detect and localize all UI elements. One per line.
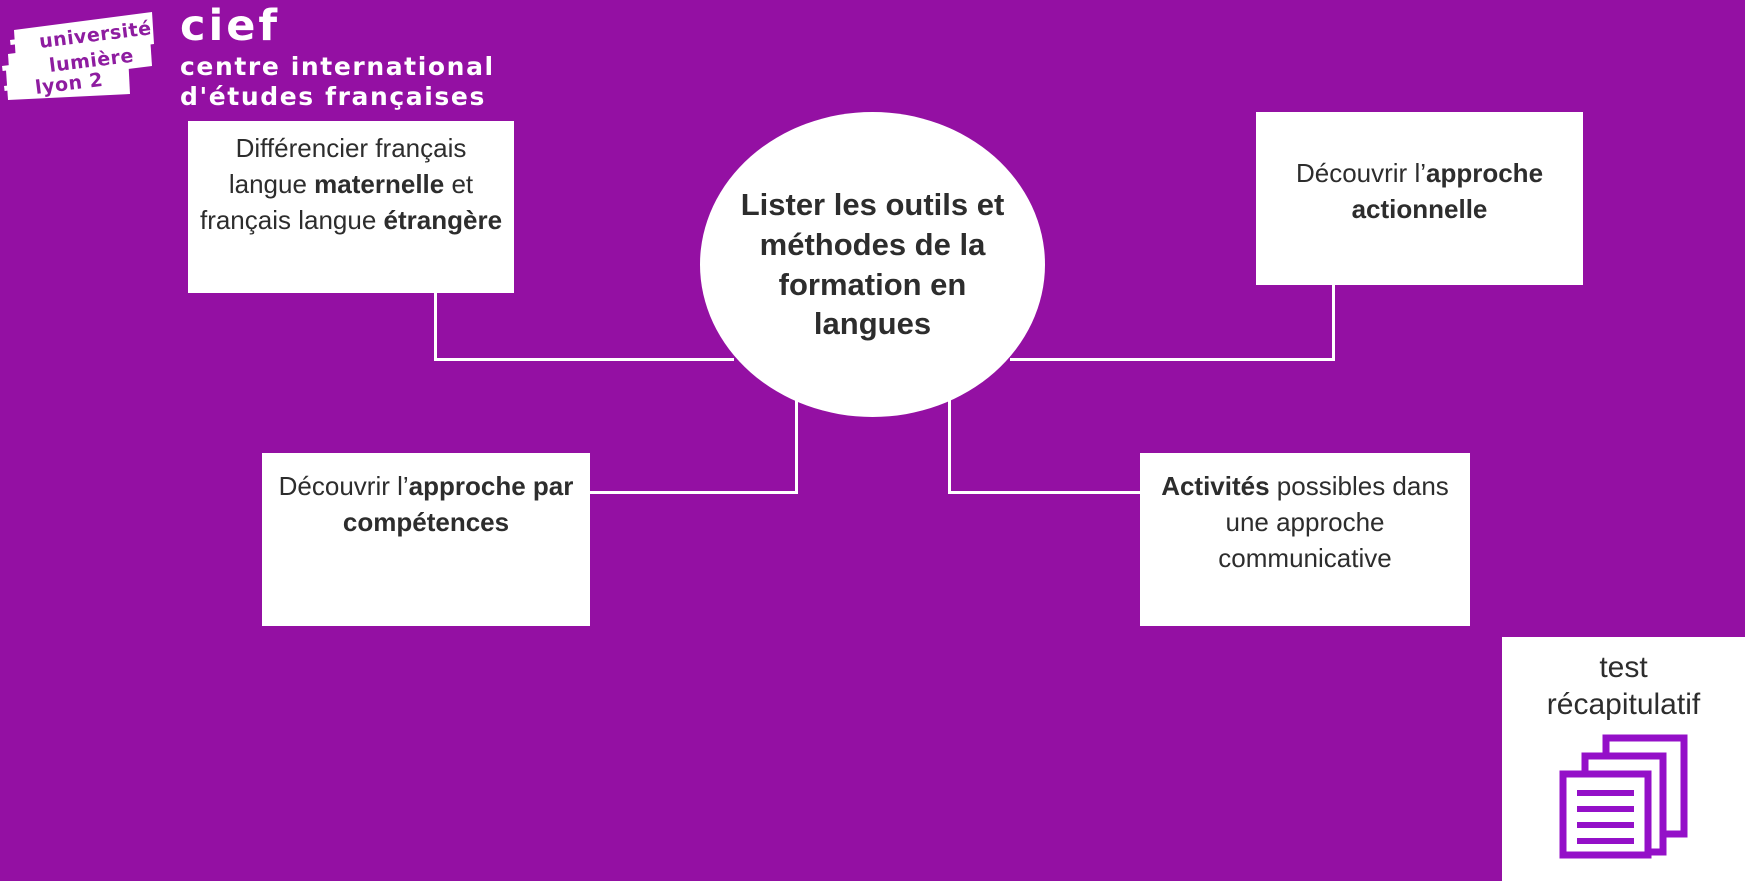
cief-subtitle-line2: d'études françaises: [180, 81, 486, 111]
universite-lumiere-lyon2-logo: université lumière lyon 2: [0, 8, 158, 100]
node-approche-actionnelle[interactable]: Découvrir l’approche actionnelle: [1256, 112, 1583, 285]
central-hub-label: Lister les outils et méthodes de la form…: [740, 187, 1005, 342]
test-recapitulatif-label-line2: récapitulatif: [1546, 688, 1701, 722]
cief-wordmark: cief centre international d'études franç…: [180, 1, 495, 111]
connector-bottom-left-vertical: [795, 400, 798, 493]
connector-top-left-vertical: [434, 293, 437, 360]
node-approche-par-competences[interactable]: Découvrir l’approche par compétences: [262, 453, 590, 626]
cief-acronym: cief: [180, 1, 281, 51]
node-differencier-fle[interactable]: Différencier français langue maternelle …: [188, 121, 514, 293]
test-recapitulatif-card[interactable]: test récapitulatif: [1502, 637, 1745, 881]
connector-top-right-horizontal: [1010, 358, 1335, 361]
branding-header: université lumière lyon 2 cief centre in…: [0, 0, 620, 115]
cief-subtitle: centre international d'études françaises: [180, 52, 495, 111]
test-recapitulatif-label: test récapitulatif: [1547, 637, 1700, 723]
node-activites-communicatives[interactable]: Activités possibles dans une approche co…: [1140, 453, 1470, 626]
connector-bottom-right-vertical: [948, 400, 951, 493]
node-differencier-fle-label: Différencier français langue maternelle …: [199, 133, 503, 235]
test-recapitulatif-label-line1: test: [1599, 651, 1648, 684]
cief-subtitle-line1: centre international: [180, 52, 495, 82]
connector-bottom-right-horizontal: [948, 491, 1142, 494]
connector-top-right-vertical: [1332, 285, 1335, 361]
connector-top-left-horizontal: [434, 358, 734, 361]
node-approche-par-competences-label: Découvrir l’approche par compétences: [278, 471, 574, 537]
node-activites-communicatives-label: Activités possibles dans une approche co…: [1161, 471, 1449, 573]
stacked-documents-icon: [1556, 731, 1692, 859]
central-hub-ellipse: Lister les outils et méthodes de la form…: [700, 112, 1045, 417]
connector-bottom-left-horizontal: [588, 491, 798, 494]
node-approche-actionnelle-label: Découvrir l’approche actionnelle: [1295, 157, 1544, 224]
